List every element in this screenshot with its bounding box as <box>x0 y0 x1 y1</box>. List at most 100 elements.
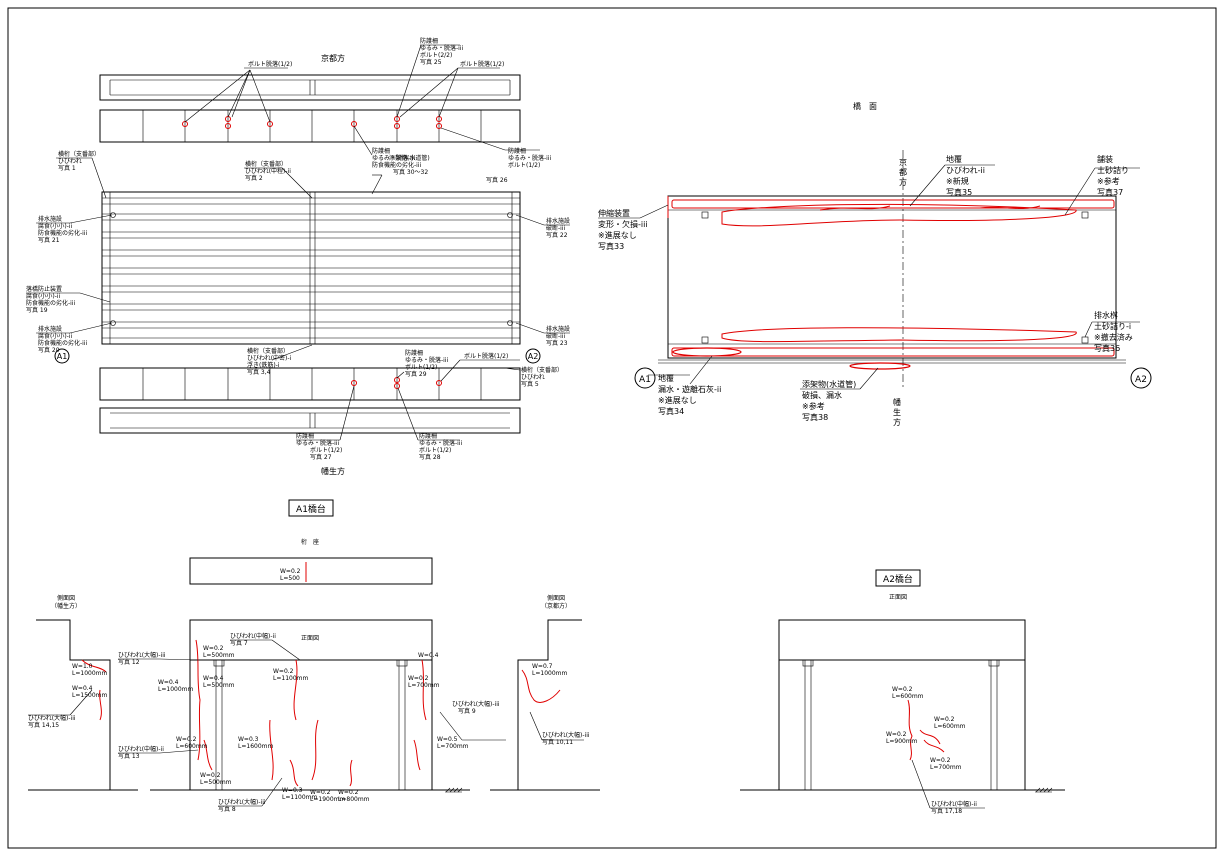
bottom-bolt-label: ボルト脱落(1/2) <box>464 352 508 360</box>
svg-text:写真 17,18: 写真 17,18 <box>931 807 962 815</box>
svg-text:ボルト(1/2): ボルト(1/2) <box>419 446 451 454</box>
svg-text:写真 19: 写真 19 <box>26 306 48 314</box>
deck-a1-marker <box>634 367 656 389</box>
bottom-beam-note: 横桁（支番部） ひびわれ(中密)-i 浮き(鉄筋)-i 写真 3,4 <box>247 347 292 376</box>
svg-text:正面図: 正面図 <box>301 635 319 642</box>
bottom-rail-panels <box>99 367 521 401</box>
svg-text:L=800mm: L=800mm <box>338 796 370 803</box>
svg-text:W=0.4: W=0.4 <box>72 685 93 692</box>
svg-text:写真 3,4: 写真 3,4 <box>247 368 271 376</box>
svg-text:写真35: 写真35 <box>946 187 972 197</box>
svg-text:土砂詰り: 土砂詰り <box>1097 165 1129 175</box>
deck-title: 橋 面 <box>853 101 877 111</box>
svg-text:L=500mm: L=500mm <box>203 682 235 689</box>
drain-left2-note: 排水施設 腐食(小小)-ii 防食機能の劣化-iii 写真 20 <box>38 325 87 354</box>
svg-text:W=0.4: W=0.4 <box>158 679 179 686</box>
svg-text:写真 30～32: 写真 30～32 <box>393 168 428 176</box>
svg-text:W=0.4: W=0.4 <box>418 652 439 659</box>
svg-text:※参考: ※参考 <box>1097 176 1120 186</box>
svg-text:横桁（支番部）: 横桁（支番部） <box>245 160 287 168</box>
svg-text:（幡生方）: （幡生方） <box>51 602 81 610</box>
a2-front-view <box>778 619 1026 791</box>
svg-text:ひびわれ(大幅)-iii: ひびわれ(大幅)-iii <box>28 714 76 722</box>
svg-text:W=0.3: W=0.3 <box>282 787 303 794</box>
svg-text:W=0.4: W=0.4 <box>203 675 224 682</box>
svg-text:方: 方 <box>899 177 907 187</box>
svg-text:写真 9: 写真 9 <box>458 707 476 715</box>
svg-text:ゆるみ・脱落-iii: ゆるみ・脱落-iii <box>508 154 551 162</box>
svg-text:L=700mm: L=700mm <box>930 764 962 771</box>
svg-text:破損、漏水: 破損、漏水 <box>802 390 842 400</box>
a1-front-view <box>189 619 433 791</box>
svg-text:写真 7: 写真 7 <box>230 639 248 647</box>
top-bolt-label: ボルト脱落(1/2) <box>248 60 292 68</box>
svg-text:※進展なし: ※進展なし <box>658 396 697 405</box>
svg-text:L=600mm: L=600mm <box>892 693 924 700</box>
svg-text:排水施設: 排水施設 <box>546 325 570 333</box>
svg-text:L=600mm: L=600mm <box>934 723 966 730</box>
svg-text:ゆるみ・脱落-iii: ゆるみ・脱落-iii <box>420 44 463 52</box>
plan-view: 京都方 <box>26 37 570 476</box>
svg-text:L=1000mm: L=1000mm <box>72 670 107 677</box>
deck-curb-note: 地覆 漏水・遊離石灰-ii ※進展なし 写真34 <box>658 373 721 416</box>
drain-left-note: 排水施設 腐食(小小)-ii 防食機能の劣化-iii 写真 21 <box>38 215 87 244</box>
svg-text:ひびわれ(大幅)-iii: ひびわれ(大幅)-iii <box>118 651 166 659</box>
svg-text:側面図: 側面図 <box>547 594 565 602</box>
a1-bearing-seat <box>189 557 433 585</box>
svg-text:写真 13: 写真 13 <box>118 752 140 760</box>
svg-text:破断-iii: 破断-iii <box>546 332 565 340</box>
deck-rail-note: 地覆 ひびわれ-ii ※新規 写真35 <box>946 154 985 197</box>
svg-text:※参考: ※参考 <box>802 401 825 411</box>
svg-text:横桁（支番部）: 横桁（支番部） <box>521 366 563 374</box>
top-parapet <box>99 74 521 101</box>
svg-text:写真 8: 写真 8 <box>218 805 236 813</box>
deck-drain-note: 排水桝 土砂詰り-i ※撤去済み 写真36 <box>1094 310 1133 353</box>
svg-text:写真 25: 写真 25 <box>420 58 442 66</box>
bottom-rail-right-note: 防護柵 ゆるみ・脱落-iii ボルト(1/2) 写真 28 <box>419 432 462 461</box>
deck-a2-marker <box>1130 367 1152 389</box>
svg-text:漏水・遊離石灰-ii: 漏水・遊離石灰-ii <box>658 384 721 394</box>
svg-text:ひびわれ-ii: ひびわれ-ii <box>946 166 985 175</box>
a1-annotations: W=1.0L=1000mm W=0.4L=1500mm ひびわれ(大幅)-iii… <box>28 632 590 813</box>
plan-habu-label: 幡生方 <box>321 466 345 476</box>
deck-joint-note: 伸縮装置 変形・欠損-iii ※進展なし 写真33 <box>598 208 648 251</box>
svg-text:排水桝: 排水桝 <box>1094 310 1118 320</box>
svg-text:ひびわれ(中密)-i: ひびわれ(中密)-i <box>247 354 292 362</box>
svg-text:A1: A1 <box>57 352 68 361</box>
svg-text:排水施設: 排水施設 <box>546 217 570 225</box>
svg-text:添架物(水道管): 添架物(水道管) <box>389 154 430 162</box>
svg-text:防食機能の劣化-iii: 防食機能の劣化-iii <box>26 299 75 307</box>
mid-beam-note: 横桁（支番部） ひびわれ(中程)-ii 写真 2 <box>245 160 291 182</box>
svg-text:側面図: 側面図 <box>57 594 75 602</box>
left-beam-note: 横桁（支番部） ひびわれ 写真 1 <box>58 150 100 172</box>
svg-text:W=0.2: W=0.2 <box>892 686 913 693</box>
svg-text:排水施設: 排水施設 <box>38 325 62 333</box>
top-rail-panels <box>99 109 521 143</box>
svg-text:浮き(鉄筋)-i: 浮き(鉄筋)-i <box>247 361 280 369</box>
a2-title-box <box>875 569 921 587</box>
svg-text:写真 14,15: 写真 14,15 <box>28 721 59 729</box>
svg-text:排水施設: 排水施設 <box>38 215 62 223</box>
svg-text:防護柵: 防護柵 <box>420 37 438 45</box>
a2-annotations: W=0.2L=600mm W=0.2L=600mm W=0.2L=900mm W… <box>886 686 977 815</box>
svg-text:L=1100mm: L=1100mm <box>273 675 308 682</box>
plan-kyoto-label: 京都方 <box>321 53 345 63</box>
svg-text:W=0.2: W=0.2 <box>338 789 359 796</box>
svg-text:ひびわれ: ひびわれ <box>521 373 545 381</box>
svg-text:W=0.7: W=0.7 <box>532 663 553 670</box>
svg-text:防護柵: 防護柵 <box>372 147 390 155</box>
svg-text:ひびわれ(大幅)-iii: ひびわれ(大幅)-iii <box>542 731 590 739</box>
svg-text:写真 12: 写真 12 <box>118 658 140 666</box>
svg-text:ボルト(1/2): ボルト(1/2) <box>405 363 437 371</box>
svg-text:防護柵: 防護柵 <box>508 147 526 155</box>
svg-text:L=1000mm: L=1000mm <box>532 670 567 677</box>
plan-a2-marker <box>525 348 541 364</box>
svg-text:W=0.5: W=0.5 <box>437 736 458 743</box>
svg-text:写真 22: 写真 22 <box>546 231 568 239</box>
a1-abutment: A1橋台 桁 座 W=0.2 L=500 正面図 側面図 （幡生方） 側面図 （… <box>28 499 600 813</box>
top-bolt2-label: ボルト脱落(1/2) <box>460 60 504 68</box>
svg-text:生: 生 <box>893 407 901 417</box>
svg-text:桁 座: 桁 座 <box>301 538 319 546</box>
svg-text:A1: A1 <box>639 375 651 385</box>
svg-text:W=0.2: W=0.2 <box>280 568 301 575</box>
